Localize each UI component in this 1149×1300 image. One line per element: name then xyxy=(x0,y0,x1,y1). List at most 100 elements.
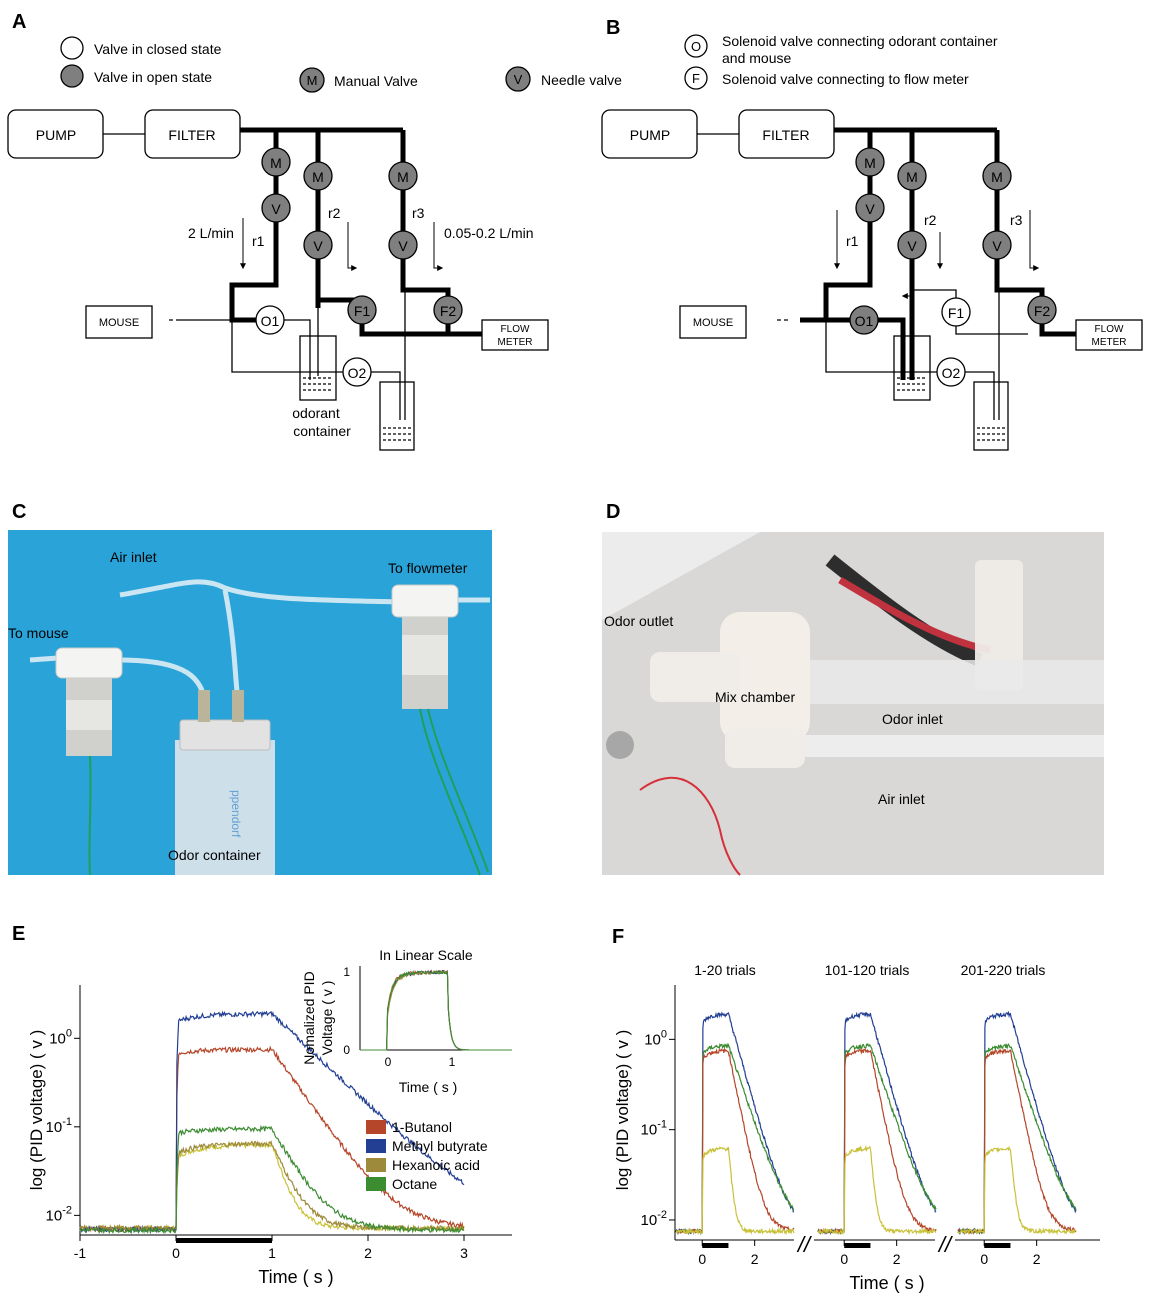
valves-a: M V M V M V O1 F1 F2 O2 xyxy=(255,147,463,387)
e-inset-ylabel-1: Nomalized PID xyxy=(301,971,317,1064)
svg-text:V: V xyxy=(398,238,408,254)
f-x-tick-label: 0 xyxy=(698,1251,706,1267)
panel-c-letter: C xyxy=(12,501,26,523)
panel-c-photo: ppendorf xyxy=(8,530,492,876)
pump-label: PUMP xyxy=(36,127,76,143)
f-y-tick-label: 100 xyxy=(644,1028,667,1048)
svg-text:ppendorf: ppendorf xyxy=(229,790,243,838)
svg-text:V: V xyxy=(865,201,875,217)
e-x-tick-label: 0 xyxy=(172,1245,180,1261)
svg-text:M: M xyxy=(906,169,918,185)
svg-text:r3: r3 xyxy=(412,205,425,221)
f-y-tick-label: 10-2 xyxy=(641,1209,667,1229)
c-to-mouse-label: To mouse xyxy=(8,625,69,641)
svg-text:2 L/min: 2 L/min xyxy=(188,225,234,241)
svg-text:0: 0 xyxy=(385,1055,392,1069)
containers-b xyxy=(893,335,1009,451)
f-x-tick-label: 2 xyxy=(1033,1251,1041,1267)
legend-f-line: Solenoid valve connecting to flow meter xyxy=(722,71,969,87)
e-inset-xlabel: Time ( s ) xyxy=(399,1079,458,1095)
f-y-axis-label: log (PID voltage) ( v ) xyxy=(613,1030,632,1191)
f-trace xyxy=(675,1011,794,1236)
e-inset-title: In Linear Scale xyxy=(379,947,473,963)
f-stimulus-bar xyxy=(844,1243,871,1248)
svg-text:METER: METER xyxy=(1092,337,1127,348)
f-axis-break-2: // xyxy=(937,1232,953,1257)
e-series-1-butanol xyxy=(79,1045,465,1234)
o-valve-icon xyxy=(684,34,708,58)
legend-open-label: Valve in open state xyxy=(94,69,212,85)
e-x-tick-label: 3 xyxy=(460,1245,468,1261)
needle-valve-icon xyxy=(505,66,531,92)
panel-b-letter: B xyxy=(606,17,620,39)
svg-text:FLOW: FLOW xyxy=(501,324,530,335)
d-odor-outlet-label: Odor outlet xyxy=(604,613,673,629)
e-x-tick-label: -1 xyxy=(74,1245,87,1261)
svg-text:F2: F2 xyxy=(1034,303,1051,319)
f-trace xyxy=(817,1144,937,1236)
thick-tubes-b xyxy=(800,127,1076,380)
svg-text:PUMP: PUMP xyxy=(630,127,670,143)
mouse-box xyxy=(85,305,153,339)
svg-text:1: 1 xyxy=(449,1055,456,1069)
e-stimulus-bar xyxy=(176,1238,272,1243)
valves-b: M V M V M V O1 F1 F2 O2 xyxy=(849,147,1057,387)
f-x-tick-label: 0 xyxy=(840,1251,848,1267)
e-legend-swatch xyxy=(366,1120,386,1134)
panel-d-letter: D xyxy=(606,501,620,523)
svg-text:F2: F2 xyxy=(440,303,457,319)
svg-text:O1: O1 xyxy=(855,313,874,329)
svg-text:O: O xyxy=(691,39,701,54)
e-x-tick-label: 1 xyxy=(268,1245,276,1261)
thin-tubes-b xyxy=(825,289,1028,420)
svg-text:F: F xyxy=(692,71,700,86)
e-legend-label: Methyl butyrate xyxy=(392,1138,488,1154)
e-legend-label: Octane xyxy=(392,1176,437,1192)
svg-text:O2: O2 xyxy=(348,365,367,381)
svg-text:M: M xyxy=(864,155,876,171)
svg-text:0.05-0.2 L/min: 0.05-0.2 L/min xyxy=(444,225,534,241)
f-axis-gap xyxy=(935,1236,955,1244)
f-trace xyxy=(817,1048,937,1236)
svg-text:V: V xyxy=(907,238,917,254)
manual-valve-symbol: M xyxy=(307,73,318,88)
containers-a xyxy=(299,335,415,451)
e-inset-trace xyxy=(360,969,512,1051)
odorant-label: odorant xyxy=(292,405,340,421)
f-x-tick-label: 0 xyxy=(980,1251,988,1267)
filter-box xyxy=(144,109,241,159)
panel-d-photo xyxy=(602,532,1104,876)
f-group-title-2: 101-120 trials xyxy=(825,962,910,978)
panel-f-letter: F xyxy=(612,926,624,948)
c-to-flowmeter-label: To flowmeter xyxy=(388,560,468,576)
svg-text:M: M xyxy=(991,169,1003,185)
svg-text:O2: O2 xyxy=(942,365,961,381)
f-x-axis-label: Time ( s ) xyxy=(849,1273,924,1293)
e-inset-ylabel-2: Voltage ( v ) xyxy=(319,981,335,1056)
container-label: container xyxy=(293,423,351,439)
panel-a-letter: A xyxy=(12,11,26,33)
svg-text:r2: r2 xyxy=(328,205,341,221)
svg-text:F1: F1 xyxy=(948,305,965,321)
legend-manual-label: Manual Valve xyxy=(334,73,418,89)
svg-text:M: M xyxy=(270,155,282,171)
svg-text:MOUSE: MOUSE xyxy=(99,317,139,329)
e-legend-label: Hexanoic acid xyxy=(392,1157,480,1173)
svg-text:M: M xyxy=(397,169,409,185)
d-mix-chamber-label: Mix chamber xyxy=(715,689,795,705)
needle-valve-symbol: V xyxy=(514,72,523,87)
closed-valve-icon xyxy=(60,36,84,60)
f-trace xyxy=(675,1145,795,1236)
thin-tubes-a xyxy=(180,290,406,420)
f-x-tick-label: 2 xyxy=(893,1251,901,1267)
open-valve-icon xyxy=(60,64,84,88)
svg-text:0: 0 xyxy=(343,1043,350,1057)
c-air-inlet-label: Air inlet xyxy=(110,549,157,565)
svg-text:r1: r1 xyxy=(846,233,859,249)
f-group-title-3: 201-220 trials xyxy=(961,962,1046,978)
svg-text:O1: O1 xyxy=(261,313,280,329)
svg-text:M: M xyxy=(312,169,324,185)
e-y-tick-label: 10-2 xyxy=(46,1204,72,1224)
svg-text:F1: F1 xyxy=(354,303,371,319)
